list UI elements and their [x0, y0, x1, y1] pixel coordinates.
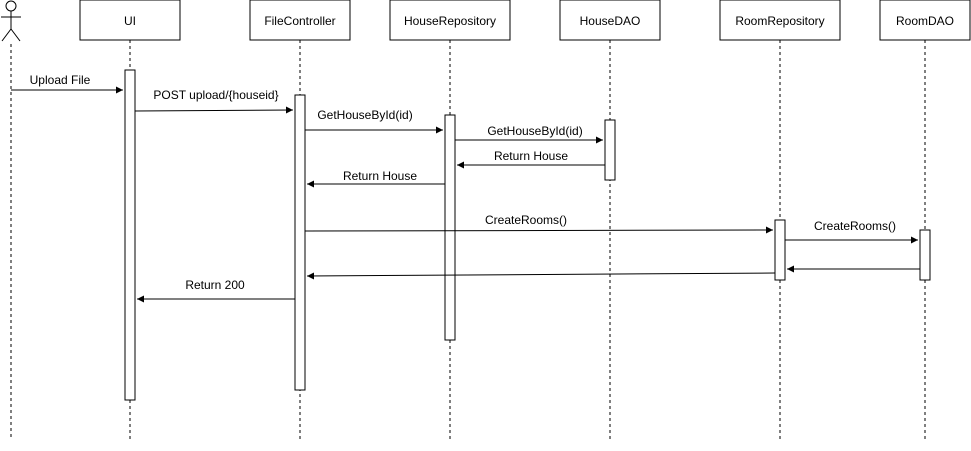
message-label: GetHouseById(id) — [487, 124, 582, 138]
message-label: POST upload/{houseid} — [153, 88, 278, 102]
participant-ui: UI — [79, 0, 181, 41]
message-post-upload: POST upload/{houseid} — [134, 88, 294, 114]
activation-roomrepository — [774, 219, 786, 281]
participant-label: RoomDAO — [896, 14, 954, 28]
activation-ui — [124, 69, 136, 401]
participant-houserepository: HouseRepository — [389, 0, 511, 41]
participant-label: UI — [124, 14, 136, 28]
participant-housedao: HouseDAO — [559, 0, 661, 41]
message-create-rooms-1: CreateRooms() — [304, 213, 774, 234]
participant-label: HouseRepository — [404, 14, 496, 28]
message-label: CreateRooms() — [485, 213, 567, 227]
activation-housedao — [604, 119, 616, 181]
message-label: Return 200 — [185, 278, 245, 292]
message-label: CreateRooms() — [814, 219, 896, 233]
actor-icon — [1, 0, 21, 42]
participant-label: RoomRepository — [735, 14, 824, 28]
message-return-200: Return 200 — [137, 278, 295, 303]
message-label: Return House — [494, 149, 568, 163]
participant-roomrepository: RoomRepository — [719, 0, 841, 41]
activation-roomdao — [919, 229, 931, 281]
activation-houserepository — [444, 114, 456, 341]
message-get-house-by-id-1: GetHouseById(id) — [305, 108, 443, 134]
activation-filecontroller — [294, 94, 306, 391]
participant-label: FileController — [264, 14, 335, 28]
message-return-house-1: Return House — [457, 149, 605, 169]
participant-label: HouseDAO — [580, 14, 641, 28]
message-label: Upload File — [30, 73, 91, 87]
message-return-house-2: Return House — [307, 169, 445, 188]
message-label: GetHouseById(id) — [317, 108, 412, 122]
participant-roomdao: RoomDAO — [879, 0, 971, 41]
message-return-roomrepository — [306, 272, 776, 280]
participant-filecontroller: FileController — [249, 0, 351, 41]
message-label: Return House — [343, 169, 417, 183]
message-upload-file: Upload File — [11, 73, 123, 94]
message-get-house-by-id-2: GetHouseById(id) — [455, 124, 603, 144]
message-create-rooms-2: CreateRooms() — [785, 219, 918, 244]
